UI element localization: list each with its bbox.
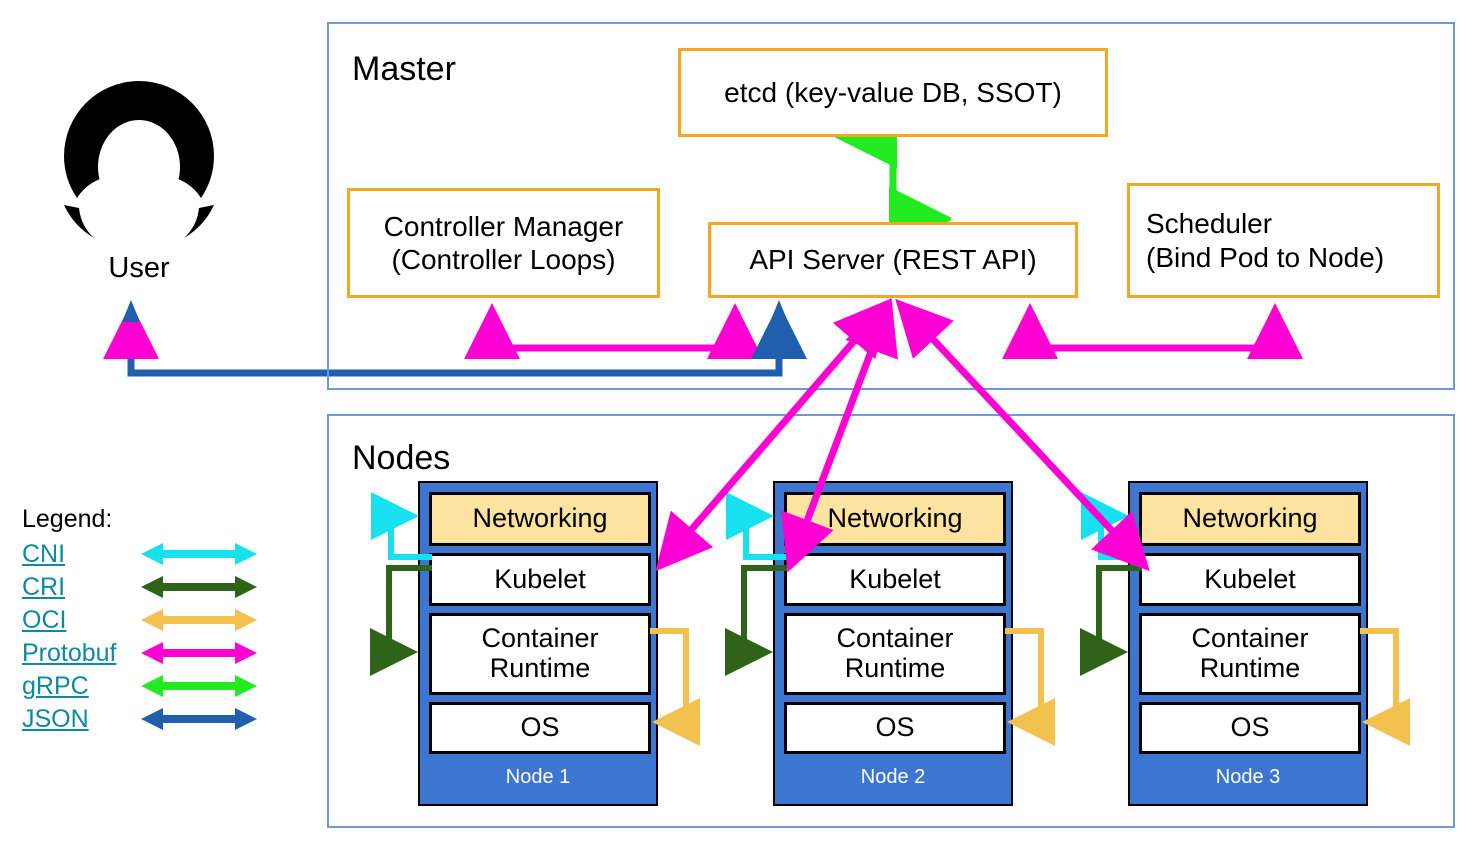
- controller-manager-label-line2: (Controller Loops): [391, 244, 616, 275]
- nodes-group-title: Nodes: [352, 439, 451, 477]
- controller-manager-box[interactable]: Controller Manager (Controller Loops): [347, 188, 660, 298]
- node-3-os[interactable]: OS: [1139, 702, 1361, 754]
- legend-swatch-oci: [141, 609, 257, 631]
- node-2-container-runtime[interactable]: Container Runtime: [784, 613, 1006, 695]
- legend-swatch-cri: [141, 576, 257, 598]
- node-1[interactable]: Networking Kubelet Container Runtime OS …: [418, 481, 658, 806]
- legend-swatch-cni: [141, 543, 257, 565]
- user-avatar-icon: [64, 81, 214, 238]
- node-1-runtime-line1: Container: [481, 623, 599, 654]
- node-1-name: Node 1: [505, 766, 571, 788]
- api-server-label: API Server (REST API): [749, 244, 1037, 276]
- legend-link-grpc[interactable]: gRPC: [22, 672, 89, 700]
- node-2-name: Node 2: [860, 766, 926, 788]
- node-3-kubelet[interactable]: Kubelet: [1139, 553, 1361, 606]
- node-2-kubelet[interactable]: Kubelet: [784, 553, 1006, 606]
- legend-title: Legend:: [22, 505, 113, 533]
- node-2[interactable]: Networking Kubelet Container Runtime OS …: [773, 481, 1013, 806]
- scheduler-label-line1: Scheduler: [1146, 208, 1273, 240]
- node-1-os[interactable]: OS: [429, 702, 651, 754]
- etcd-box[interactable]: etcd (key-value DB, SSOT): [678, 48, 1108, 137]
- user-label: User: [108, 252, 170, 284]
- node-1-networking[interactable]: Networking: [429, 492, 651, 546]
- json-arrowhead-user: [122, 300, 140, 322]
- legend-link-json[interactable]: JSON: [22, 705, 89, 733]
- node-3-runtime-line2: Runtime: [1199, 653, 1301, 683]
- node-1-container-runtime[interactable]: Container Runtime: [429, 613, 651, 695]
- legend-swatch-json: [141, 708, 257, 730]
- node-2-runtime-line1: Container: [836, 623, 954, 654]
- legend-swatch-grpc: [141, 675, 257, 697]
- node-3[interactable]: Networking Kubelet Container Runtime OS …: [1128, 481, 1368, 806]
- legend-link-cni[interactable]: CNI: [22, 540, 66, 568]
- scheduler-label-line2: (Bind Pod to Node): [1146, 241, 1385, 273]
- node-3-networking[interactable]: Networking: [1139, 492, 1361, 546]
- legend-link-cri[interactable]: CRI: [22, 573, 66, 601]
- legend-link-protobuf[interactable]: Protobuf: [22, 639, 117, 667]
- node-1-runtime-line2: Runtime: [489, 653, 591, 683]
- controller-manager-label-line1: Controller Manager: [383, 210, 624, 242]
- scheduler-box[interactable]: Scheduler (Bind Pod to Node): [1127, 183, 1440, 298]
- api-server-box[interactable]: API Server (REST API): [708, 222, 1078, 298]
- master-group-title: Master: [352, 50, 456, 88]
- legend-link-oci[interactable]: OCI: [22, 606, 67, 634]
- node-3-runtime-line1: Container: [1191, 623, 1309, 654]
- legend-swatch-protobuf: [141, 642, 257, 664]
- node-2-networking[interactable]: Networking: [784, 492, 1006, 546]
- node-3-container-runtime[interactable]: Container Runtime: [1139, 613, 1361, 695]
- etcd-label: etcd (key-value DB, SSOT): [724, 76, 1062, 108]
- node-3-name: Node 3: [1215, 766, 1281, 788]
- node-1-kubelet[interactable]: Kubelet: [429, 553, 651, 606]
- node-2-runtime-line2: Runtime: [844, 653, 946, 683]
- node-2-os[interactable]: OS: [784, 702, 1006, 754]
